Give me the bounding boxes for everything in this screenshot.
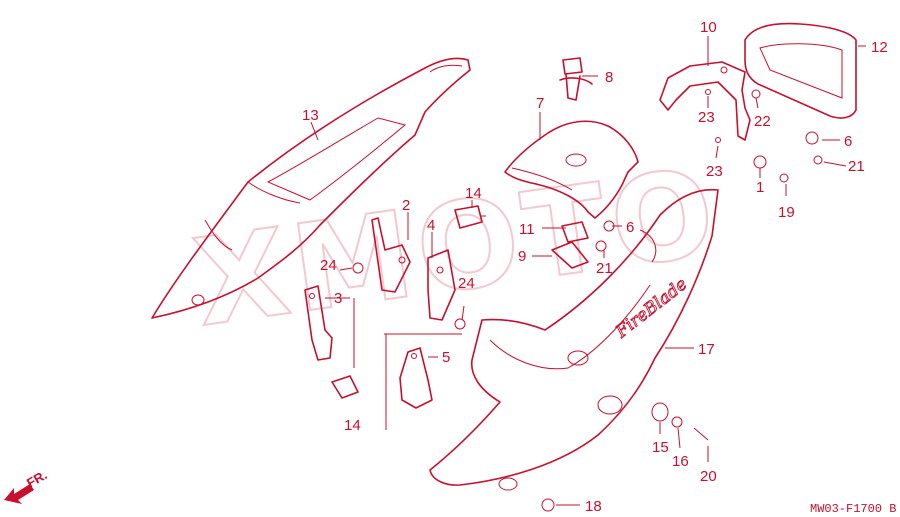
label-1: 1 — [756, 179, 764, 196]
label-20: 20 — [700, 468, 717, 485]
label-9: 9 — [518, 248, 526, 265]
label-19: 19 — [778, 204, 795, 221]
label-3: 3 — [334, 290, 342, 307]
label-7: 7 — [536, 95, 544, 112]
front-arrow: FR. — [4, 467, 50, 504]
label-15: 15 — [652, 439, 669, 456]
label-21-right: 21 — [848, 158, 865, 175]
label-8: 8 — [605, 69, 613, 86]
clip-14-lower — [331, 375, 359, 399]
label-12: 12 — [871, 39, 888, 56]
seat-catch-9 — [551, 241, 589, 269]
label-6-mid: 6 — [626, 219, 634, 236]
bracket-5 — [399, 347, 433, 409]
label-13: 13 — [302, 107, 319, 124]
label-2: 2 — [402, 197, 410, 214]
rear-center-cowl — [504, 120, 639, 219]
label-17: 17 — [698, 341, 715, 358]
label-18: 18 — [585, 498, 602, 515]
label-4: 4 — [427, 217, 435, 234]
seat-catch-11 — [561, 221, 589, 243]
label-10: 10 — [700, 19, 717, 36]
bracket-2 — [371, 217, 411, 293]
part-labels: 13 2 4 24 3 24 5 14 14 7 8 11 9 6 21 10 … — [302, 19, 888, 515]
label-23-upper: 23 — [698, 109, 715, 126]
leader-lines — [310, 36, 866, 506]
grab-rail-bracket — [659, 61, 751, 141]
bracket-3 — [304, 285, 333, 361]
bracket-4 — [427, 249, 456, 321]
grab-rail — [744, 22, 857, 119]
side-cover-left — [151, 57, 471, 319]
fasteners — [352, 89, 823, 512]
label-6-right: 6 — [844, 133, 852, 150]
seat-lock — [559, 57, 593, 101]
label-16: 16 — [672, 453, 689, 470]
label-21-mid: 21 — [596, 260, 613, 277]
label-23-lower: 23 — [706, 163, 723, 180]
diagram-code: MW03-F1700 B — [810, 502, 896, 516]
label-24-left: 24 — [320, 257, 337, 274]
label-14-lower: 14 — [344, 417, 361, 434]
label-14-upper: 14 — [465, 185, 482, 202]
label-24-mid: 24 — [458, 275, 475, 292]
label-5: 5 — [442, 349, 450, 366]
clip-14-upper — [454, 205, 483, 229]
label-22: 22 — [754, 113, 771, 130]
label-11: 11 — [519, 221, 535, 238]
